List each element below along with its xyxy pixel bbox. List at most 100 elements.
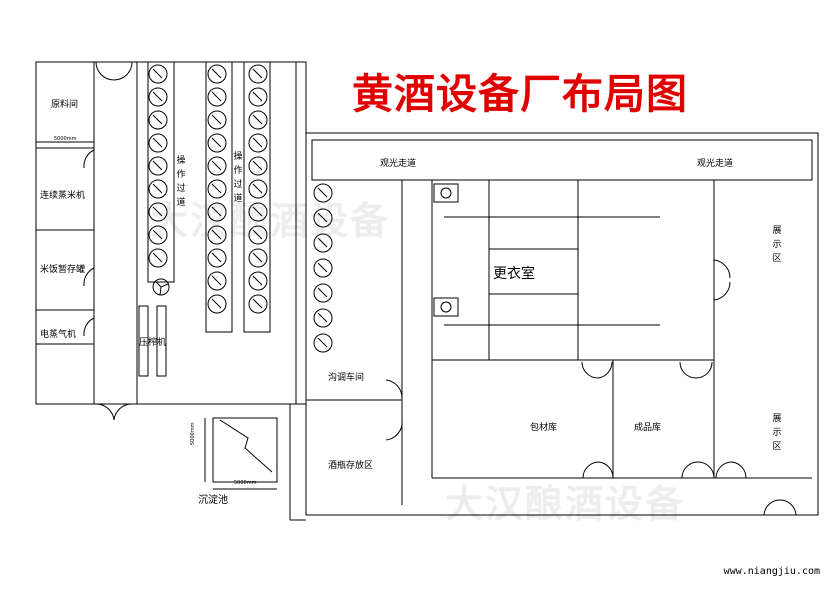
fermentation-tank (313, 183, 333, 203)
tank-agitator-mark (252, 229, 263, 240)
fermentation-tank (248, 133, 268, 153)
fermentation-tanks (148, 64, 333, 353)
tank-agitator-mark (211, 298, 222, 309)
fermentation-tank (148, 87, 168, 107)
tank-agitator-mark (252, 160, 263, 171)
fermentation-tank (248, 271, 268, 291)
fermentation-tank (313, 283, 333, 303)
label-display-top: 展示区 (772, 226, 782, 264)
fermentation-tank (313, 308, 333, 328)
tank-agitator-mark (152, 137, 163, 148)
fermentation-tank (207, 133, 227, 153)
tank-agitator-mark (317, 212, 328, 223)
tank-agitator-mark (211, 68, 222, 79)
label-raw-material: 原料间 (51, 100, 79, 110)
fermentation-tank (248, 156, 268, 176)
tank-agitator-mark (152, 68, 163, 79)
fermentation-tank (148, 110, 168, 130)
doors (83, 61, 797, 516)
tank-agitator-mark (317, 337, 328, 348)
inner-courtyard (311, 139, 813, 181)
label-trench-workshop: 沟调车间 (328, 373, 365, 383)
label-bottle-storage: 酒瓶存放区 (328, 461, 374, 471)
tank-agitator-mark (211, 206, 222, 217)
page-title: 黄酒设备厂布局图 (352, 70, 688, 118)
fermentation-tank (148, 248, 168, 268)
dim-tank-width: 5000mm (234, 480, 257, 486)
label-rice-storage: 米饭暂存罐 (40, 265, 86, 275)
equipment-box-bottom (433, 297, 459, 317)
tank-agitator-mark (317, 187, 328, 198)
label-press: 压榨机 (139, 338, 167, 348)
tank-agitator-mark (152, 206, 163, 217)
tank-agitator-mark (252, 206, 263, 217)
fermentation-tank (207, 202, 227, 222)
tank-agitator-mark (211, 229, 222, 240)
tank-agitator-mark (211, 114, 222, 125)
label-sedimentation-tank: 沉淀池 (198, 495, 228, 506)
tank-agitator-mark (211, 252, 222, 263)
label-continuous-steamer: 连续蒸米机 (40, 191, 86, 201)
fermentation-tank (148, 64, 168, 84)
tank-agitator-mark (211, 275, 222, 286)
tank-agitator-mark (152, 114, 163, 125)
label-packaging-store: 包材库 (530, 423, 558, 433)
tank-agitator-mark (211, 91, 222, 102)
tank-agitator-mark (152, 229, 163, 240)
fermentation-tank (313, 333, 333, 353)
tank-agitator-mark (252, 114, 263, 125)
label-sightseeing-right: 观光走道 (697, 159, 734, 169)
fermentation-tank (148, 225, 168, 245)
label-operation-aisle-1: 操作过道 (176, 156, 186, 208)
fermentation-tank (248, 202, 268, 222)
label-product-store: 成品库 (634, 423, 662, 433)
locker-room-box (488, 248, 579, 295)
tank-agitator-mark (152, 252, 163, 263)
label-locker-room: 更衣室 (493, 266, 535, 282)
fermentation-tank (148, 133, 168, 153)
sedimentation-tank (212, 417, 278, 483)
fermentation-tank (313, 208, 333, 228)
tank-agitator-mark (252, 275, 263, 286)
fermentation-tank (148, 202, 168, 222)
tank-agitator-mark (211, 160, 222, 171)
website-url: www.niangjiu.com (723, 566, 820, 577)
fermentation-tank (207, 179, 227, 199)
fermentation-tank (248, 64, 268, 84)
fermentation-tank (207, 64, 227, 84)
blower-icon (152, 278, 170, 296)
label-electric-steamer: 电蒸气机 (40, 330, 77, 340)
dim-raw-room-width: 5000mm (54, 136, 77, 142)
equipment-box-top (433, 183, 459, 203)
fermentation-tank (148, 156, 168, 176)
tank-agitator-mark (252, 183, 263, 194)
tank-agitator-mark (252, 91, 263, 102)
tank-agitator-mark (211, 137, 222, 148)
fermentation-tank (207, 156, 227, 176)
fermentation-tank (313, 233, 333, 253)
fermentation-tank (248, 248, 268, 268)
tank-agitator-mark (252, 68, 263, 79)
tank-agitator-mark (211, 183, 222, 194)
fermentation-tank (248, 87, 268, 107)
tank-agitator-mark (252, 252, 263, 263)
fermentation-tank (207, 271, 227, 291)
fermentation-tank (207, 87, 227, 107)
watermark-bottom: 大汉酿酒设备 (445, 482, 686, 526)
fermentation-tank (207, 110, 227, 130)
fermentation-tank (207, 294, 227, 314)
fermentation-tank (248, 225, 268, 245)
fermentation-tank (207, 248, 227, 268)
watermark-top: 大汉酿酒设备 (150, 199, 391, 243)
tank-agitator-mark (252, 137, 263, 148)
label-sightseeing-left: 观光走道 (380, 159, 417, 169)
fermentation-tank (248, 110, 268, 130)
fermentation-tank (148, 179, 168, 199)
label-display-bottom: 展示区 (772, 414, 782, 452)
tank-agitator-mark (317, 312, 328, 323)
right-building-outline (305, 132, 819, 516)
fermentation-tank (313, 258, 333, 278)
label-operation-aisle-2: 操作过道 (233, 152, 243, 204)
tank-agitator-mark (317, 262, 328, 273)
